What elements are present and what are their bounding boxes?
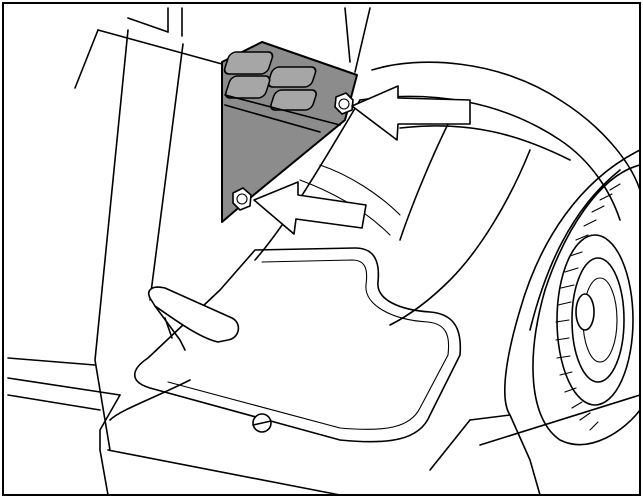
upper-bolt-icon (334, 92, 354, 115)
body-contour-lines (254, 61, 641, 326)
floor-well (133, 247, 462, 443)
tire-icon (532, 164, 641, 446)
drain-plug-icon (252, 413, 272, 433)
front-bumper (7, 357, 641, 496)
lower-bolt-icon (232, 187, 252, 211)
arrow-left-icon (253, 181, 367, 235)
bracket-pads (223, 51, 317, 111)
pedal-icon (148, 286, 240, 351)
arrow-left-icon (351, 85, 471, 141)
mounting-bracket (221, 41, 358, 223)
fender (504, 149, 641, 416)
